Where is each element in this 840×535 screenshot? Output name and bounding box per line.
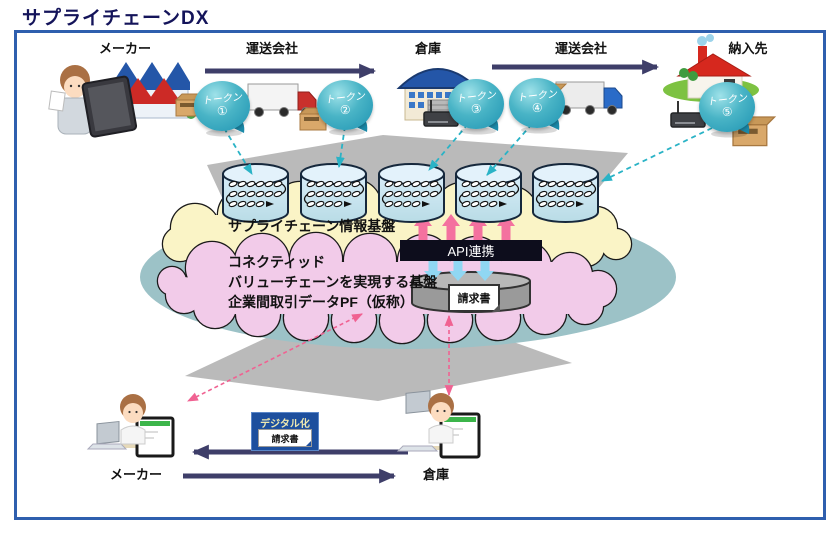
bottom-label-warehouse: 倉庫 xyxy=(422,467,449,482)
token-1: トークン ① xyxy=(194,81,250,131)
token-3: トークン ③ xyxy=(448,79,504,129)
token-4-number: ④ xyxy=(530,100,544,116)
node-label-manufacturer: メーカー xyxy=(98,41,151,56)
node-label-carrier-1: 運送会社 xyxy=(245,41,298,56)
node-label-carrier-2: 運送会社 xyxy=(554,41,607,56)
lower-cloud-line-2: バリューチェーンを実現する基盤 xyxy=(228,274,438,290)
token-5: トークン ⑤ xyxy=(699,82,755,132)
token-3-number: ③ xyxy=(469,101,483,117)
token-4: トークン ④ xyxy=(509,78,565,128)
digitization-invoice-note: 請求書 xyxy=(258,429,312,447)
invoice-note: 請求書 xyxy=(448,284,500,312)
lower-cloud-line-3: 企業間取引データPF（仮称） xyxy=(228,294,414,310)
lower-cloud-line-1: コネクティッド xyxy=(228,254,326,270)
digitization-box: デジタル化 請求書 xyxy=(251,412,319,451)
digitization-label: デジタル化 xyxy=(260,419,310,430)
token-2: トークン ② xyxy=(317,80,373,130)
token-1-number: ① xyxy=(215,103,229,119)
bottom-label-manufacturer: メーカー xyxy=(109,467,162,482)
node-label-delivery: 納入先 xyxy=(728,41,768,56)
diagram-border-frame xyxy=(14,30,826,520)
page-title: サプライチェーンDX xyxy=(22,8,210,29)
upper-cloud-label: サプライチェーン情報基盤 xyxy=(228,218,396,234)
token-2-number: ② xyxy=(338,102,352,118)
token-5-number: ⑤ xyxy=(720,104,734,120)
api-link-box: API連携 xyxy=(400,240,542,261)
node-label-warehouse: 倉庫 xyxy=(414,41,441,56)
